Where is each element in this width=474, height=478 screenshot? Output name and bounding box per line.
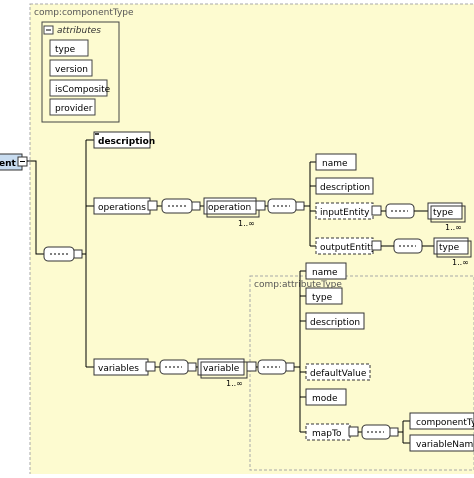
attr-mode-label: mode xyxy=(312,394,338,404)
operations-collapse-icon[interactable] xyxy=(147,200,158,211)
variable-label: variable xyxy=(203,364,240,374)
output-type-box[interactable] xyxy=(433,237,469,255)
variables-collapse-icon[interactable] xyxy=(145,361,156,372)
attribute-type-region xyxy=(249,275,474,471)
root-connector xyxy=(27,160,44,255)
attribute-version-box[interactable] xyxy=(49,59,93,77)
attribute-list: type version isComposite provider xyxy=(49,39,111,116)
input-entity-collapse-icon[interactable] xyxy=(371,205,382,216)
attribute-branch xyxy=(294,270,306,433)
variable-name-label: variableName xyxy=(416,440,474,450)
description-label: description xyxy=(98,137,155,147)
attr-mode-box[interactable] xyxy=(305,388,347,406)
output-type-cardinality: 1..∞ xyxy=(452,258,469,267)
input-entity-label: inputEntity xyxy=(320,208,370,218)
operation-label: operation xyxy=(208,203,251,213)
component-type-label: comp:componentType xyxy=(34,8,134,18)
attr-default-label: defaultValue xyxy=(310,369,367,379)
main-branch xyxy=(82,139,94,368)
input-type-shadow xyxy=(430,205,466,223)
operation-branch xyxy=(304,161,316,247)
component-typ-label: componentTyp xyxy=(416,418,474,428)
description-box[interactable] xyxy=(93,131,151,149)
variable-collapse-icon[interactable] xyxy=(246,361,257,372)
var-seq-collapse[interactable] xyxy=(187,362,197,372)
mapto-collapse-icon[interactable] xyxy=(348,426,359,437)
op-description-label: description xyxy=(320,183,370,193)
attr-default-box[interactable] xyxy=(305,363,371,381)
input-type-box[interactable] xyxy=(427,202,463,220)
operation-cardinality: 1..∞ xyxy=(238,219,255,228)
attr-description-label: description xyxy=(310,318,360,328)
attr-description-box[interactable] xyxy=(305,312,365,330)
map-branch xyxy=(398,420,410,444)
output-entity-collapse-icon[interactable] xyxy=(371,240,382,251)
attr-name-label: name xyxy=(312,268,338,278)
operation-collapse-icon[interactable] xyxy=(255,200,266,211)
output-entity-label: outputEntity xyxy=(320,243,377,253)
attribute-version: version xyxy=(55,65,88,75)
attributes-label: attributes xyxy=(57,26,101,36)
map-choice-collapse[interactable] xyxy=(389,427,399,437)
attributes-group xyxy=(41,21,120,123)
component-typ-box[interactable] xyxy=(409,412,474,430)
op-seq-collapse[interactable] xyxy=(295,201,305,211)
attribute-type: type xyxy=(55,45,76,55)
attribute-iscomposite-box[interactable] xyxy=(49,79,108,97)
output-type-label: type xyxy=(439,243,460,253)
attr-type-box[interactable] xyxy=(305,287,343,305)
attribute-provider-box[interactable] xyxy=(49,98,96,116)
ops-seq-collapse[interactable] xyxy=(191,201,201,211)
op-description-box[interactable] xyxy=(315,177,374,195)
variable-cardinality: 1..∞ xyxy=(226,379,243,388)
input-type-cardinality: 1..∞ xyxy=(445,223,462,232)
variables-label: variables xyxy=(98,364,139,374)
name-label: name xyxy=(322,159,348,169)
attr-mapto-label: mapTo xyxy=(312,429,342,439)
name-box[interactable] xyxy=(315,153,357,171)
variable-box[interactable] xyxy=(197,358,245,376)
attribute-provider: provider xyxy=(55,104,93,114)
attribute-iscomposite: isComposite xyxy=(55,85,111,95)
attr-type-label: type xyxy=(312,293,333,303)
v-seq-collapse[interactable] xyxy=(285,362,295,372)
root-element-label: ent xyxy=(0,159,17,169)
output-type-shadow xyxy=(436,240,472,258)
attribute-type-label: comp:attributeType xyxy=(254,280,342,290)
variable-name-box[interactable] xyxy=(409,434,474,452)
attr-name-box[interactable] xyxy=(305,262,347,280)
input-type-label: type xyxy=(433,208,454,218)
operations-label: operations xyxy=(98,203,146,213)
attribute-type-box[interactable] xyxy=(49,39,89,57)
sequence-collapse-icon[interactable] xyxy=(73,249,83,259)
